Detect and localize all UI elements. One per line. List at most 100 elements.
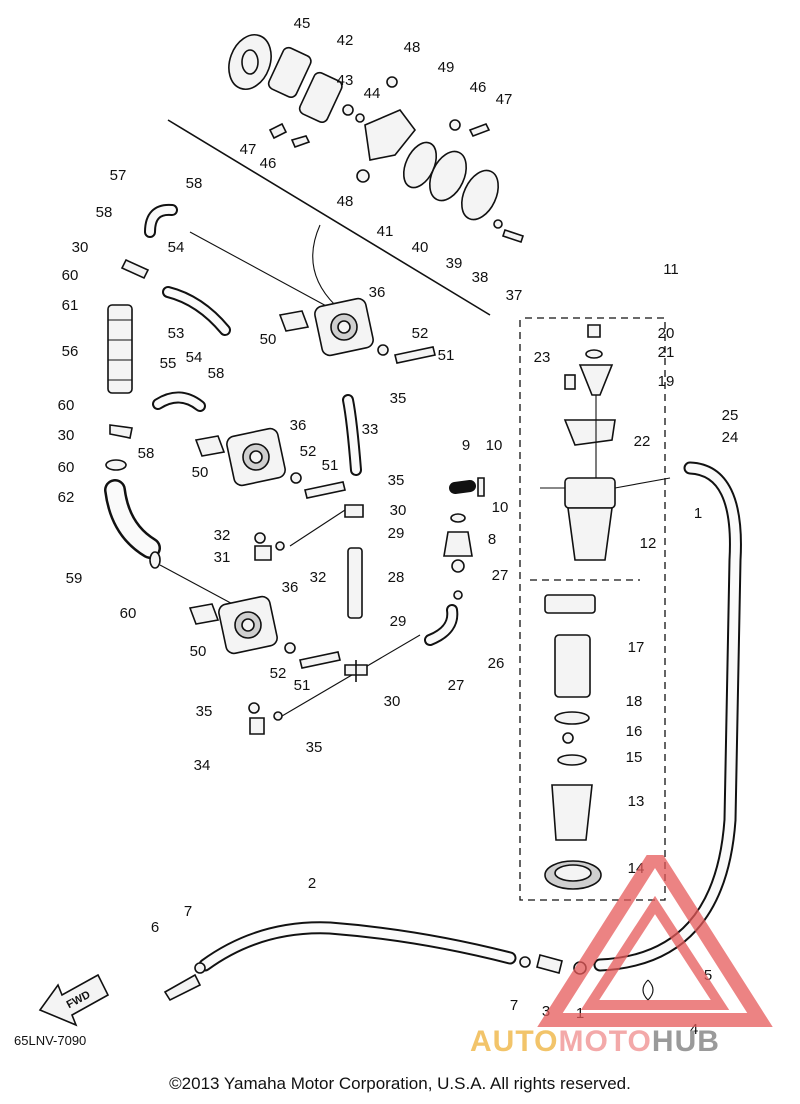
left-hoses-group bbox=[104, 203, 331, 609]
part-label-1a: 1 bbox=[694, 505, 702, 522]
watermark-text-moto: MOTO bbox=[558, 1025, 652, 1058]
part-label-52b: 52 bbox=[300, 443, 317, 460]
part-label-5: 5 bbox=[704, 967, 712, 984]
watermark-triangle-icon bbox=[537, 841, 773, 1027]
part-label-47b: 47 bbox=[240, 141, 257, 158]
part-label-50c: 50 bbox=[190, 643, 207, 660]
fuel-filter-assembly bbox=[519, 317, 671, 901]
part-label-54b: 54 bbox=[186, 349, 203, 366]
part-label-53: 53 bbox=[168, 325, 185, 342]
part-label-39: 39 bbox=[446, 255, 463, 272]
part-label-29b: 29 bbox=[390, 613, 407, 630]
part-label-52c: 52 bbox=[270, 665, 287, 682]
fuel-pump-lower bbox=[188, 595, 421, 735]
part-label-58d: 58 bbox=[138, 445, 155, 462]
part-label-59: 59 bbox=[66, 570, 83, 587]
part-label-49: 49 bbox=[438, 59, 455, 76]
fwd-arrow-icon bbox=[38, 973, 110, 1027]
part-label-34: 34 bbox=[194, 757, 211, 774]
part-label-10a: 10 bbox=[486, 437, 503, 454]
part-label-36a: 36 bbox=[369, 284, 386, 301]
part-label-57: 57 bbox=[110, 167, 127, 184]
part-label-44: 44 bbox=[364, 85, 381, 102]
part-label-20: 20 bbox=[658, 325, 675, 342]
part-label-27b: 27 bbox=[448, 677, 465, 694]
part-label-30a: 30 bbox=[72, 239, 89, 256]
part-label-30c: 30 bbox=[390, 502, 407, 519]
part-label-16: 16 bbox=[626, 723, 643, 740]
part-label-52a: 52 bbox=[412, 325, 429, 342]
part-label-60c: 60 bbox=[58, 459, 75, 476]
part-label-58b: 58 bbox=[96, 204, 113, 221]
part-label-46a: 46 bbox=[470, 79, 487, 96]
part-label-27a: 27 bbox=[492, 567, 509, 584]
part-label-22: 22 bbox=[634, 433, 651, 450]
reference-code: 65LNV-7090 bbox=[14, 1033, 87, 1048]
watermark-text-hub: HUB bbox=[651, 1025, 720, 1058]
pump-parts-top-assembly bbox=[167, 34, 525, 316]
part-label-26: 26 bbox=[488, 655, 505, 672]
part-label-37: 37 bbox=[506, 287, 523, 304]
part-label-35a: 35 bbox=[390, 390, 407, 407]
part-label-36c: 36 bbox=[282, 579, 299, 596]
part-label-17: 17 bbox=[628, 639, 645, 656]
part-label-25: 25 bbox=[722, 407, 739, 424]
part-label-35d: 35 bbox=[306, 739, 323, 756]
part-label-8: 8 bbox=[488, 531, 496, 548]
part-label-38: 38 bbox=[472, 269, 489, 286]
part-label-46b: 46 bbox=[260, 155, 277, 172]
part-label-51a: 51 bbox=[438, 347, 455, 364]
part-label-36b: 36 bbox=[290, 417, 307, 434]
part-label-3: 3 bbox=[542, 1003, 550, 1020]
part-label-42: 42 bbox=[337, 32, 354, 49]
part-label-15: 15 bbox=[626, 749, 643, 766]
part-label-55: 55 bbox=[160, 355, 177, 372]
part-label-2: 2 bbox=[308, 875, 316, 892]
part-label-62: 62 bbox=[58, 489, 75, 506]
part-label-30d: 30 bbox=[384, 693, 401, 710]
part-label-7b: 7 bbox=[510, 997, 518, 1014]
part-label-60a: 60 bbox=[62, 267, 79, 284]
part-label-4: 4 bbox=[690, 1021, 698, 1038]
part-label-21: 21 bbox=[658, 344, 675, 361]
part-label-29a: 29 bbox=[388, 525, 405, 542]
watermark-text-auto: AUTO bbox=[470, 1025, 559, 1058]
part-label-12: 12 bbox=[640, 535, 657, 552]
part-label-45: 45 bbox=[294, 15, 311, 32]
part-label-18: 18 bbox=[626, 693, 643, 710]
part-label-51c: 51 bbox=[294, 677, 311, 694]
part-label-60b: 60 bbox=[58, 397, 75, 414]
part-label-10b: 10 bbox=[492, 499, 509, 516]
part-label-48b: 48 bbox=[337, 193, 354, 210]
watermark-logo: AUTOMOTOHUB bbox=[470, 841, 800, 1070]
fuel-pump-upper bbox=[278, 297, 436, 364]
copyright-notice: ©2013 Yamaha Motor Corporation, U.S.A. A… bbox=[169, 1074, 631, 1093]
bottom-fuel-line bbox=[163, 921, 654, 1002]
part-label-35c: 35 bbox=[196, 703, 213, 720]
part-label-6: 6 bbox=[151, 919, 159, 936]
part-label-56: 56 bbox=[62, 343, 79, 360]
part-label-11: 11 bbox=[663, 261, 679, 278]
part-label-47a: 47 bbox=[496, 91, 513, 108]
part-label-41: 41 bbox=[377, 223, 394, 240]
part-label-31: 31 bbox=[214, 549, 231, 566]
part-label-60d: 60 bbox=[120, 605, 137, 622]
part-label-58a: 58 bbox=[186, 175, 203, 192]
fuel-pump-middle bbox=[194, 427, 346, 561]
part-label-61: 61 bbox=[62, 297, 79, 314]
part-label-9: 9 bbox=[462, 437, 470, 454]
part-label-51b: 51 bbox=[322, 457, 339, 474]
part-label-54a: 54 bbox=[168, 239, 185, 256]
part-label-40: 40 bbox=[412, 239, 429, 256]
part-label-30b: 30 bbox=[58, 427, 75, 444]
part-label-23: 23 bbox=[534, 349, 551, 366]
center-hoses bbox=[289, 394, 368, 682]
part-label-19: 19 bbox=[658, 373, 675, 390]
part-label-28: 28 bbox=[388, 569, 405, 586]
part-label-50b: 50 bbox=[192, 464, 209, 481]
part-label-24: 24 bbox=[722, 429, 739, 446]
part-label-48a: 48 bbox=[404, 39, 421, 56]
part-label-13: 13 bbox=[628, 793, 645, 810]
part-label-50a: 50 bbox=[260, 331, 277, 348]
part-label-32a: 32 bbox=[214, 527, 231, 544]
